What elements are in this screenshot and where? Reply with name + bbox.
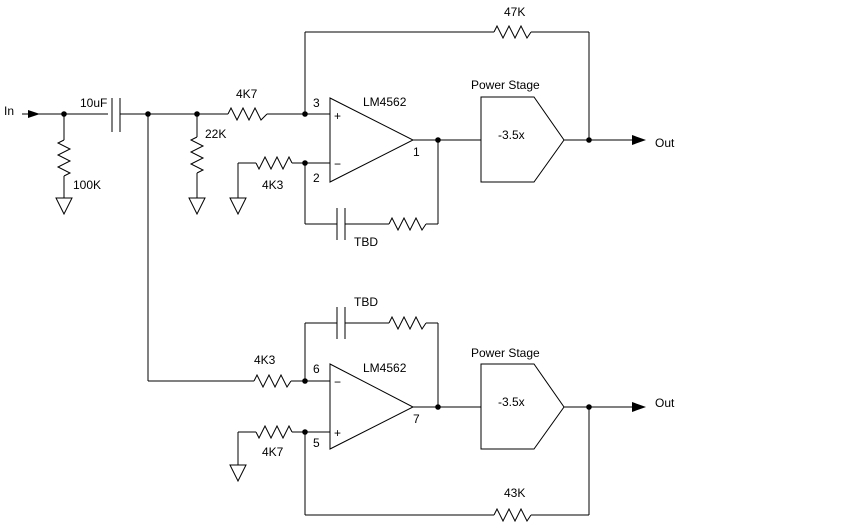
ground-symbol bbox=[229, 464, 247, 483]
resistor-100k bbox=[56, 114, 72, 198]
input-arrow bbox=[22, 110, 40, 118]
power-stage-top-gain: -3.5x bbox=[498, 128, 525, 142]
capacitor-tbd-top-label: TBD bbox=[354, 235, 378, 249]
opamp-bot bbox=[329, 363, 415, 450]
opamp-bot-pin-plus: 5 bbox=[313, 436, 320, 450]
output-arrow-top bbox=[632, 135, 646, 145]
junction-output-bot bbox=[586, 404, 592, 410]
opamp-top-pin-plus: 3 bbox=[313, 96, 320, 110]
opamp-top-minus-sign: − bbox=[334, 157, 341, 171]
ground-symbol bbox=[55, 197, 73, 216]
power-stage-top-title: Power Stage bbox=[471, 78, 540, 92]
resistor-4k7-top bbox=[227, 106, 268, 122]
resistor-4k3-bot-label: 4K3 bbox=[254, 353, 276, 367]
ground-symbol bbox=[188, 197, 206, 216]
resistor-4k7-top-label: 4K7 bbox=[236, 87, 258, 101]
ground-symbol bbox=[229, 197, 247, 216]
power-stage-bot-gain: -3.5x bbox=[498, 395, 525, 409]
resistor-tbd-top bbox=[388, 216, 427, 232]
power-stage-top bbox=[480, 96, 565, 183]
junction-out-top bbox=[435, 137, 441, 143]
output-arrow-bot bbox=[632, 402, 646, 412]
resistor-4k3-bot bbox=[253, 373, 292, 389]
output-label-top: Out bbox=[655, 136, 675, 150]
opamp-top-pin-out: 1 bbox=[413, 145, 420, 159]
resistor-tbd-bot bbox=[388, 315, 427, 331]
resistor-4k7-bot bbox=[255, 424, 293, 440]
opamp-bot-pin-minus: 6 bbox=[313, 362, 320, 376]
opamp-bot-pin-out: 7 bbox=[413, 412, 420, 426]
input-label: In bbox=[4, 104, 14, 118]
opamp-top-name: LM4562 bbox=[363, 95, 407, 109]
junction-output-top bbox=[586, 137, 592, 143]
resistor-43k-label: 43K bbox=[504, 486, 525, 500]
capacitor-10uf-label: 10uF bbox=[80, 96, 107, 110]
capacitor-tbd-bot bbox=[336, 307, 346, 339]
capacitor-tbd-top bbox=[336, 208, 346, 240]
output-label-bot: Out bbox=[655, 396, 675, 410]
resistor-22k-label: 22K bbox=[205, 127, 226, 141]
opamp-top-plus-sign: + bbox=[334, 109, 341, 123]
resistor-47k bbox=[493, 24, 532, 40]
power-stage-bot bbox=[480, 363, 565, 450]
resistor-47k-label: 47K bbox=[504, 5, 525, 19]
opamp-top bbox=[329, 97, 415, 183]
capacitor-tbd-bot-label: TBD bbox=[354, 295, 378, 309]
resistor-100k-label: 100K bbox=[73, 178, 101, 192]
resistor-43k bbox=[493, 507, 532, 523]
junction-out-bot bbox=[435, 404, 441, 410]
opamp-bot-name: LM4562 bbox=[363, 361, 407, 375]
capacitor-10uf bbox=[111, 98, 121, 132]
opamp-bot-minus-sign: − bbox=[334, 375, 341, 389]
resistor-4k3-top bbox=[255, 155, 293, 171]
opamp-top-pin-minus: 2 bbox=[313, 171, 320, 185]
resistor-22k bbox=[189, 114, 205, 198]
resistor-4k7-bot-label: 4K7 bbox=[262, 445, 284, 459]
resistor-4k3-top-label: 4K3 bbox=[262, 178, 284, 192]
power-stage-bot-title: Power Stage bbox=[471, 346, 540, 360]
opamp-bot-plus-sign: + bbox=[334, 426, 341, 440]
